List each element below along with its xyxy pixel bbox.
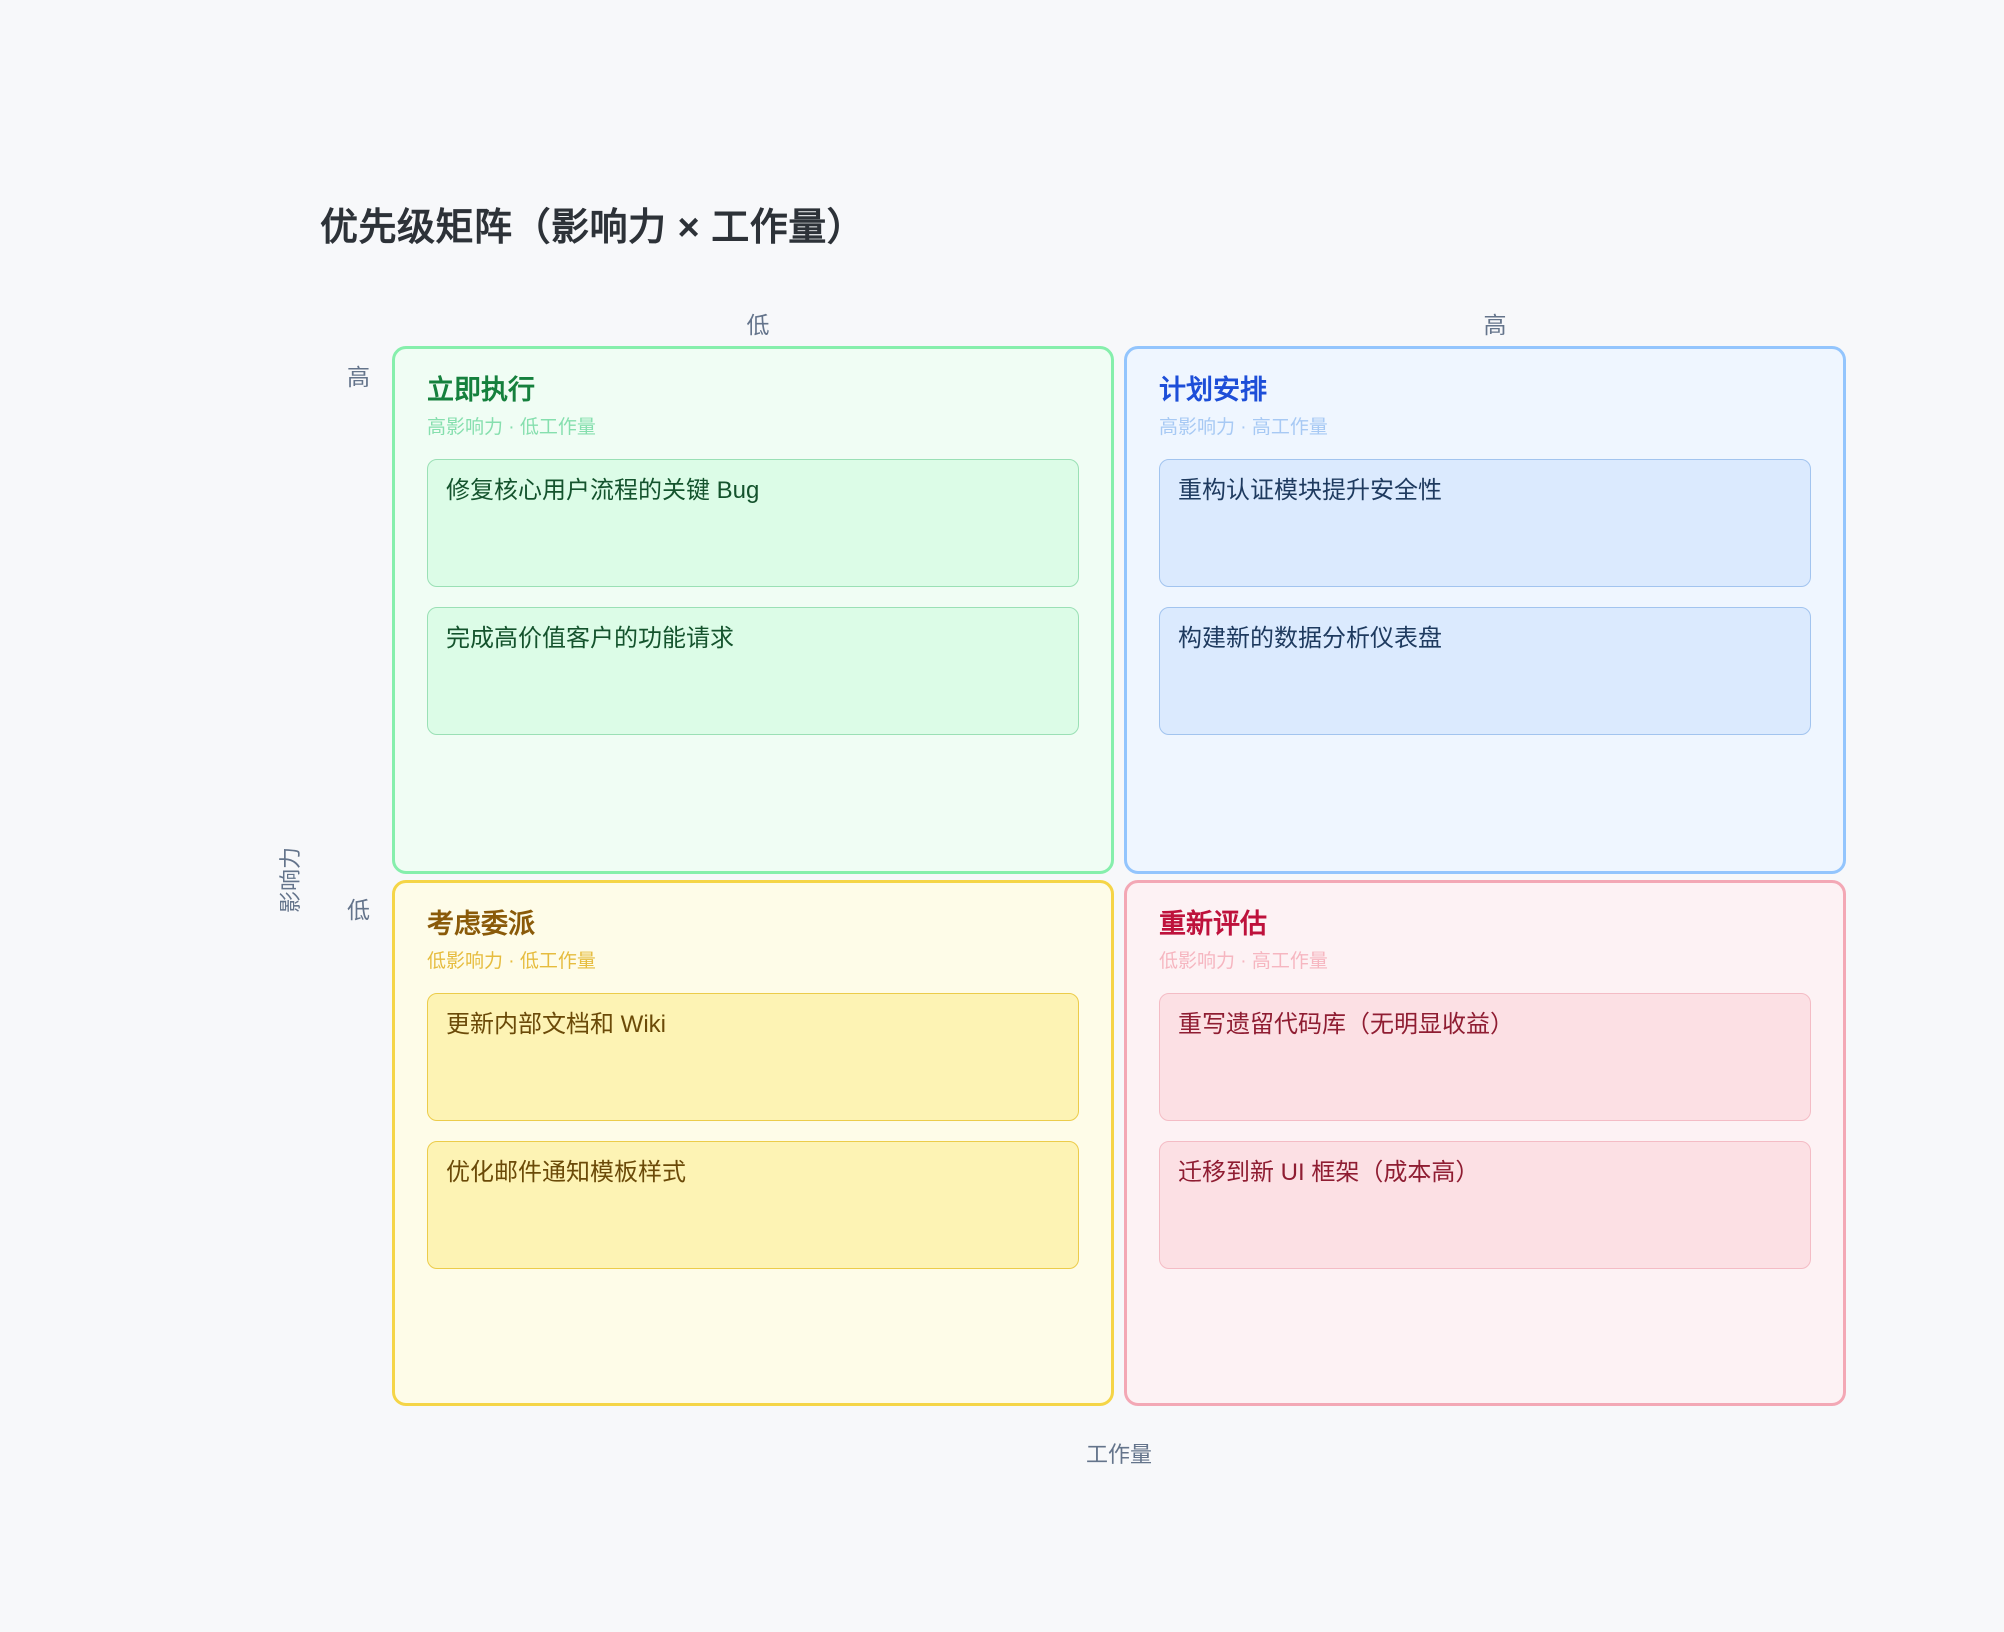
quadrant-reassess[interactable]: 重新评估 低影响力 · 高工作量 重写遗留代码库（无明显收益） 迁移到新 UI … (1124, 880, 1846, 1406)
task-card[interactable]: 迁移到新 UI 框架（成本高） (1159, 1140, 1811, 1269)
task-card[interactable]: 构建新的数据分析仪表盘 (1159, 606, 1811, 735)
quadrant-subtitle: 低影响力 · 高工作量 (1159, 951, 1328, 973)
y-axis-title-impact: 影响力 (278, 846, 303, 914)
task-card[interactable]: 重写遗留代码库（无明显收益） (1159, 992, 1811, 1121)
row-header-low-impact: 低 (347, 897, 370, 923)
task-card[interactable]: 重构认证模块提升安全性 (1159, 458, 1811, 587)
quadrant-title: 计划安排 (1159, 375, 1267, 405)
task-card[interactable]: 优化邮件通知模板样式 (427, 1140, 1079, 1269)
row-header-high-impact: 高 (347, 364, 370, 390)
column-header-high-effort: 高 (1483, 312, 1507, 338)
quadrant-subtitle: 高影响力 · 高工作量 (1159, 417, 1328, 439)
quadrant-title: 立即执行 (427, 375, 535, 405)
quadrant-do-now[interactable]: 立即执行 高影响力 · 低工作量 修复核心用户流程的关键 Bug 完成高价值客户… (392, 346, 1114, 874)
quadrant-delegate[interactable]: 考虑委派 低影响力 · 低工作量 更新内部文档和 Wiki 优化邮件通知模板样式 (392, 880, 1114, 1406)
task-card[interactable]: 完成高价值客户的功能请求 (427, 606, 1079, 735)
quadrant-subtitle: 低影响力 · 低工作量 (427, 951, 596, 973)
quadrant-subtitle: 高影响力 · 低工作量 (427, 417, 596, 439)
column-header-low-effort: 低 (746, 312, 770, 338)
page-title: 优先级矩阵（影响力 × 工作量） (320, 207, 866, 249)
quadrant-schedule[interactable]: 计划安排 高影响力 · 高工作量 重构认证模块提升安全性 构建新的数据分析仪表盘 (1124, 346, 1846, 874)
quadrant-title: 考虑委派 (427, 909, 535, 939)
x-axis-title-effort: 工作量 (1085, 1442, 1153, 1467)
quadrant-title: 重新评估 (1159, 909, 1267, 939)
task-card[interactable]: 更新内部文档和 Wiki (427, 992, 1079, 1121)
task-card[interactable]: 修复核心用户流程的关键 Bug (427, 458, 1079, 587)
